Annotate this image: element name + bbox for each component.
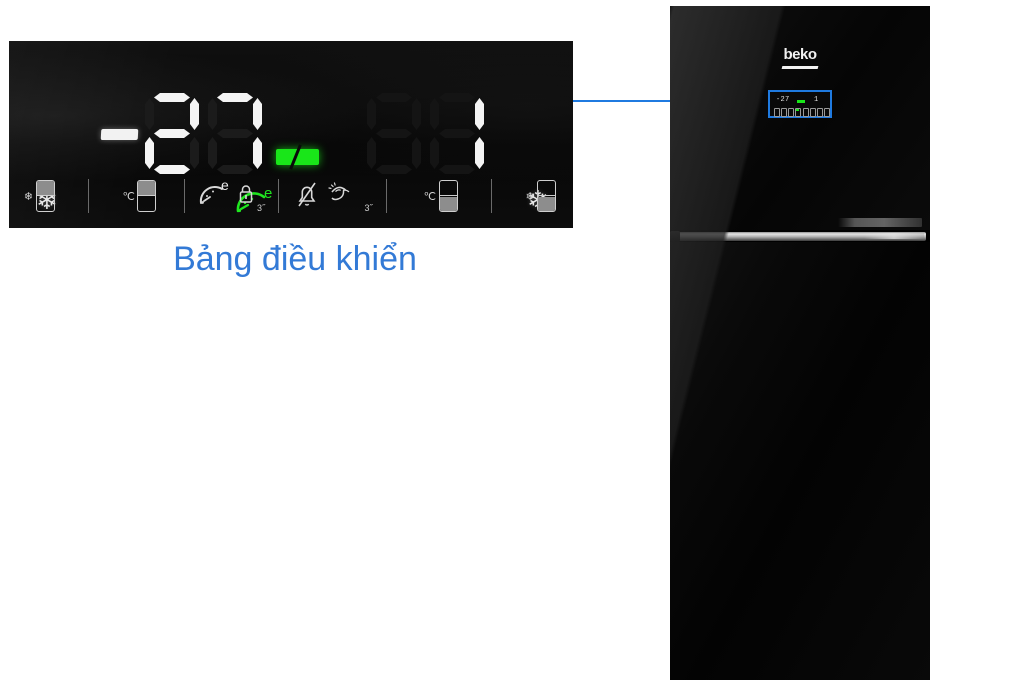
segment-g <box>154 129 190 138</box>
segment-e <box>145 137 154 169</box>
freezer-temp-button[interactable]: ℃ <box>122 173 157 219</box>
door-button-icon[interactable] <box>809 108 816 117</box>
door-button-icon[interactable] <box>795 108 802 117</box>
eco-mode-button[interactable]: e <box>198 173 234 219</box>
segment-d <box>217 165 253 174</box>
button-divider <box>491 179 493 213</box>
segment-b <box>412 98 421 130</box>
freezer-digit-tens <box>145 93 199 175</box>
key-lock-button[interactable]: 3˝ <box>238 173 265 219</box>
compartment-icon <box>438 180 458 212</box>
segment-e <box>208 137 217 169</box>
segment-d <box>154 165 190 174</box>
fridge-temperature-display <box>367 93 484 175</box>
segment-e <box>430 137 439 169</box>
alarm-off-button[interactable] <box>292 173 322 219</box>
door-control-panel: -27 1 <box>770 92 830 117</box>
segment-c <box>253 137 262 169</box>
segment-a <box>439 93 475 102</box>
segment-g <box>376 129 412 138</box>
freezer-digit-ones <box>208 93 262 175</box>
door-freezer-temp: -27 <box>776 96 790 104</box>
door-touch-button-row <box>774 108 830 117</box>
door-fridge-temp: 1 <box>814 96 819 104</box>
snowflake-icon: ❄ <box>23 190 33 203</box>
freezer-temperature-display <box>100 93 262 175</box>
minus-sign-segment <box>100 128 139 140</box>
beko-logo: beko <box>783 46 817 63</box>
segment-f <box>367 98 376 130</box>
door-green-bar-icon <box>797 100 805 103</box>
svg-text:e: e <box>221 178 229 193</box>
door-handle-endcap <box>670 231 680 242</box>
door-button-icon[interactable] <box>816 108 823 117</box>
segment-e <box>367 137 376 169</box>
fridge-digit-ones <box>430 93 484 175</box>
fridge-set-button[interactable]: ❄ <box>525 173 557 219</box>
segment-d <box>439 165 475 174</box>
door-button-icon[interactable] <box>774 108 780 117</box>
segment-b <box>253 98 262 130</box>
segment-c <box>190 137 199 169</box>
beko-logo-underline <box>781 66 819 69</box>
door-button-icon[interactable] <box>788 108 795 117</box>
compartment-icon <box>137 180 157 212</box>
segment-a <box>217 93 253 102</box>
handle-branding-strip <box>864 233 924 239</box>
vacation-duration-label: 3˝ <box>364 203 373 213</box>
fridge-digit-tens <box>367 93 421 175</box>
button-divider <box>278 179 279 213</box>
segment-a <box>154 93 190 102</box>
inverter-badge <box>838 218 922 227</box>
eco-gauge-e-icon: e <box>198 177 234 215</box>
door-button-icon[interactable] <box>802 108 809 117</box>
compartment-icon <box>537 180 557 212</box>
segment-c <box>412 137 421 169</box>
segment-c <box>475 137 484 169</box>
button-divider <box>184 179 186 213</box>
snowflake-icon: ❄ <box>525 190 535 203</box>
umbrella-vacation-icon <box>327 181 362 212</box>
segment-d <box>376 165 412 174</box>
segment-f <box>208 98 217 130</box>
celsius-icon: ℃ <box>122 190 135 203</box>
door-button-icon[interactable] <box>823 108 830 117</box>
compartment-icon <box>35 180 55 212</box>
control-panel-closeup: e ❄ ❄ ❄ ℃ <box>9 41 573 228</box>
celsius-icon: ℃ <box>423 190 436 203</box>
button-divider <box>88 179 90 213</box>
refrigerator-product-image: beko -27 1 <box>670 6 930 680</box>
freezer-compartment-door <box>670 6 930 230</box>
lock-duration-label: 3˝ <box>257 203 266 213</box>
padlock-icon <box>238 183 254 210</box>
bar-slashed-icon <box>276 149 319 165</box>
segment-b <box>475 98 484 130</box>
fridge-temp-button[interactable]: ℃ <box>424 173 458 219</box>
segment-g <box>217 129 253 138</box>
segment-g <box>439 129 475 138</box>
bell-slashed-icon <box>292 178 322 215</box>
segment-a <box>376 93 412 102</box>
touch-button-row: ❄ ℃ e <box>9 170 573 222</box>
freezer-set-button[interactable]: ❄ <box>24 173 55 219</box>
door-control-panel-highlight[interactable]: -27 1 <box>768 90 832 118</box>
fridge-compartment-door <box>670 242 930 680</box>
button-divider <box>385 179 387 213</box>
svg-text:e: e <box>264 185 272 202</box>
segment-f <box>430 98 439 130</box>
vacation-mode-button[interactable]: 3˝ <box>327 173 373 219</box>
panel-caption: Bảng điều khiển <box>173 240 417 278</box>
door-button-icon[interactable] <box>781 108 788 117</box>
segment-b <box>190 98 199 130</box>
segment-f <box>145 98 154 130</box>
